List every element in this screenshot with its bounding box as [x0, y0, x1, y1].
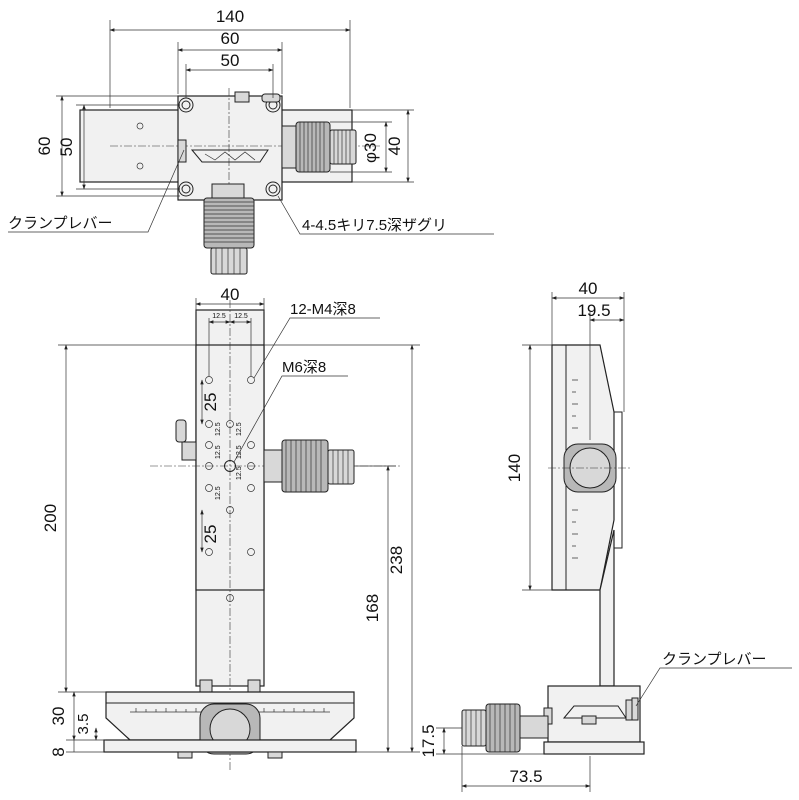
dim-front-25-bottom: 25 — [201, 525, 220, 544]
label-top-holes: 4-4.5キリ7.5深ザグリ — [302, 217, 447, 234]
dim-top-height-60: 60 — [35, 137, 54, 156]
dim-side-17-5: 17.5 — [419, 724, 438, 757]
pitch-label-1: 12.5 — [215, 422, 222, 436]
dim-top-40: 40 — [385, 137, 404, 156]
top-dovetail — [190, 149, 269, 163]
top-clamp-lever — [234, 91, 250, 103]
front-tapped-holes — [205, 376, 255, 602]
dim-top-knob-dia: φ30 — [361, 133, 380, 163]
pitch-label-6: 12.5 — [236, 466, 243, 480]
dim-front-30: 30 — [49, 707, 68, 726]
dim-front-25-top: 25 — [201, 393, 220, 412]
top-view: 140 60 50 60 50 φ30 40 クランプレバー 4-4.5キリ7.… — [8, 7, 494, 275]
side-view: 40 19.5 140 17.5 73.5 クランプレバー — [419, 279, 792, 792]
dim-top-50: 50 — [221, 51, 240, 70]
dim-front-40: 40 — [221, 285, 240, 304]
dim-front-238: 238 — [387, 546, 406, 574]
dim-front-pitch-b: 12.5 — [234, 313, 248, 320]
dim-side-40: 40 — [579, 279, 598, 298]
dim-side-19-5: 19.5 — [577, 301, 610, 320]
front-knob — [263, 439, 355, 493]
dim-front-168: 168 — [363, 594, 382, 622]
dim-front-8: 8 — [49, 747, 68, 756]
front-clamp-lever — [175, 419, 197, 461]
dim-top-60: 60 — [221, 29, 240, 48]
pitch-label-4: 12.5 — [236, 422, 243, 436]
dim-front-200: 200 — [41, 504, 60, 532]
label-side-clamp-lever: クランプレバー — [662, 651, 767, 668]
label-front-m6: M6深8 — [282, 359, 326, 376]
dim-front-pitch-a: 12.5 — [212, 313, 226, 320]
front-base — [103, 679, 357, 759]
label-front-m4: 12-M4深8 — [290, 301, 356, 318]
top-knob-right — [281, 121, 357, 173]
front-view: 12.5 12.5 12.5 12.5 12.5 12.5 — [41, 285, 420, 770]
dim-top-height-50: 50 — [57, 138, 76, 157]
dim-top-140: 140 — [216, 7, 244, 26]
pitch-label-3: 12.5 — [215, 486, 222, 500]
dim-side-140: 140 — [505, 454, 524, 482]
dim-front-3-5: 3.5 — [75, 714, 92, 735]
side-base-knob — [461, 703, 549, 753]
side-base — [543, 685, 645, 755]
top-knob-bottom — [203, 183, 255, 275]
pitch-label-2: 12.5 — [215, 445, 222, 459]
top-stage-block — [177, 95, 283, 201]
label-top-clamp-lever: クランプレバー — [8, 215, 113, 232]
dim-side-73-5: 73.5 — [509, 767, 542, 786]
